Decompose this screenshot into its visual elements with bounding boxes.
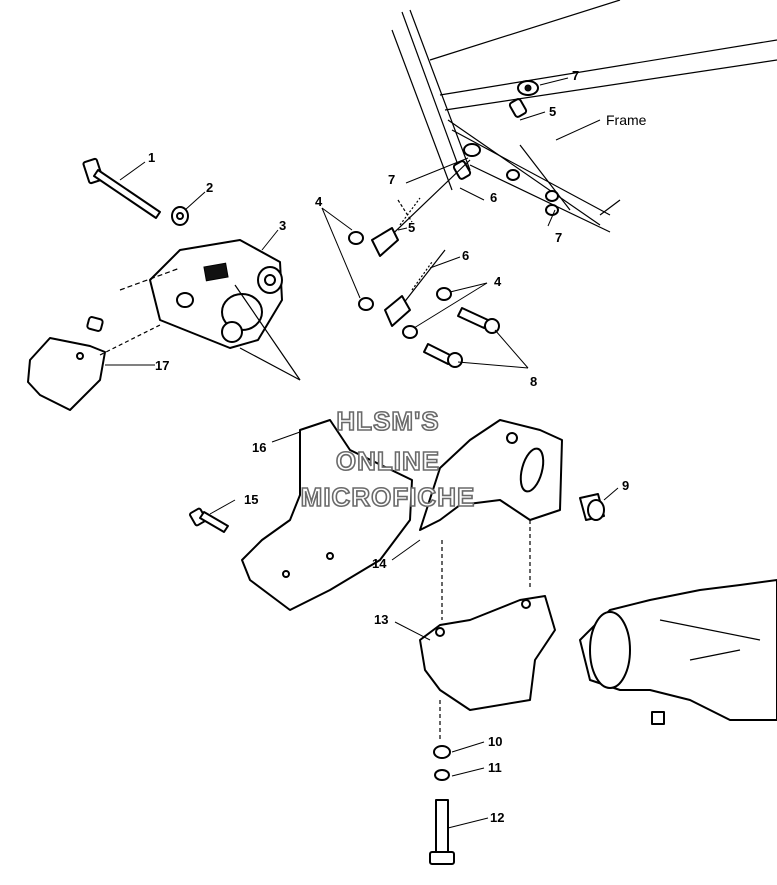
callout-1: 1 <box>148 150 155 165</box>
callout-12: 12 <box>490 810 504 825</box>
callout-7-top: 7 <box>572 68 579 83</box>
callout-17: 17 <box>155 358 169 373</box>
caliper-3 <box>119 239 301 381</box>
callout-15: 15 <box>244 492 258 507</box>
callout-4-right: 4 <box>494 274 502 289</box>
washer-10 <box>433 745 451 759</box>
callout-5-mid: 5 <box>408 220 415 235</box>
mount-block-14 <box>419 419 563 620</box>
watermark: HLSM'S ONLINE MICROFICHE <box>300 405 476 513</box>
lock-washer-11 <box>434 769 450 781</box>
bushing-9 <box>579 493 605 521</box>
callout-7-mid: 7 <box>388 172 395 187</box>
axle-housing <box>579 579 777 725</box>
bolts-8 <box>423 307 500 368</box>
callout-8: 8 <box>530 374 537 389</box>
callout-16: 16 <box>252 440 266 455</box>
callout-10: 10 <box>488 734 502 749</box>
watermark-line-3: MICROFICHE <box>301 482 476 512</box>
callout-13: 13 <box>374 612 388 627</box>
callout-4-left: 4 <box>315 194 323 209</box>
long-bolt-1 <box>82 157 161 219</box>
callout-7-right: 7 <box>555 230 562 245</box>
callout-6-top: 6 <box>490 190 497 205</box>
watermark-line-2: ONLINE <box>336 446 440 476</box>
brake-pad-17 <box>27 316 161 411</box>
bolt-12 <box>429 799 455 865</box>
washers-4 <box>348 231 452 339</box>
bracket-plate-16 <box>241 419 413 611</box>
callout-9: 9 <box>622 478 629 493</box>
callout-5-top: 5 <box>549 104 556 119</box>
leader-lines <box>105 77 619 829</box>
bolt-15 <box>189 507 229 533</box>
callout-14: 14 <box>372 556 387 571</box>
watermark-line-1: HLSM'S <box>336 406 439 436</box>
frame-rails <box>391 0 777 233</box>
callout-2: 2 <box>206 180 213 195</box>
callout-labels: 1 2 3 4 5 6 7 8 9 10 11 12 13 14 15 16 1… <box>148 68 647 825</box>
callout-11: 11 <box>488 760 502 775</box>
frame-label: Frame <box>606 112 647 128</box>
callout-3: 3 <box>279 218 286 233</box>
callout-6-mid: 6 <box>462 248 469 263</box>
washer-2 <box>171 206 189 226</box>
mount-block-13 <box>419 595 556 740</box>
cable-spring-assemblies <box>371 159 471 327</box>
